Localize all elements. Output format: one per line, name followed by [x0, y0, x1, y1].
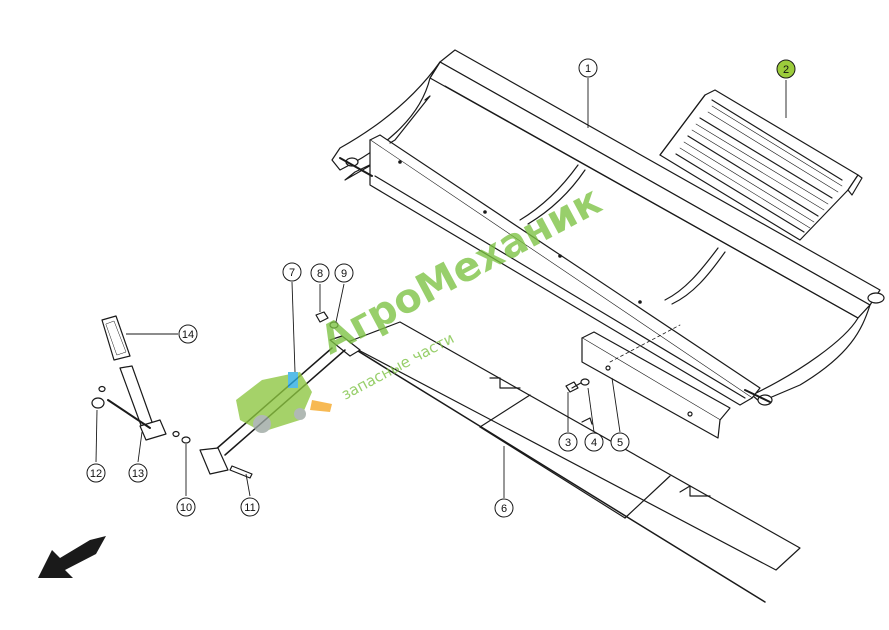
callout-7: 7	[282, 262, 302, 282]
callout-2: 2	[776, 59, 796, 79]
callout-circle	[310, 263, 330, 283]
callout-4: 4	[584, 432, 604, 452]
part-12-bushing	[91, 385, 106, 409]
callout-circle	[558, 432, 578, 452]
callout-circle	[584, 432, 604, 452]
callout-11: 11	[240, 497, 260, 517]
part-5-bracket	[581, 324, 731, 439]
callout-1: 1	[578, 58, 598, 78]
callout-number: 9	[341, 268, 347, 280]
callout-circle	[578, 58, 598, 78]
part-14-pedal-pad	[101, 315, 131, 361]
part-8-bolt	[315, 311, 329, 323]
callout-number: 14	[182, 329, 194, 341]
part-4-washer	[580, 378, 593, 425]
callout-circle	[178, 324, 198, 344]
callout-number: 11	[244, 502, 255, 514]
part-9-washer	[329, 321, 339, 329]
callout-circle	[240, 497, 260, 517]
callout-12: 12	[86, 463, 106, 483]
part-1-frame	[331, 49, 885, 406]
callout-number: 4	[591, 437, 597, 449]
logo-harvester-icon	[236, 372, 332, 433]
callout-circle	[86, 463, 106, 483]
callout-3: 3	[558, 432, 578, 452]
callout-10: 10	[176, 497, 196, 517]
callout-circle	[494, 498, 514, 518]
callout-number: 6	[501, 503, 507, 515]
callout-circle	[610, 432, 630, 452]
part-13-pedal-arm	[107, 365, 167, 441]
callout-circle	[282, 262, 302, 282]
callout-8: 8	[310, 263, 330, 283]
callout-circle	[334, 263, 354, 283]
part-11-bolt	[229, 465, 253, 479]
callout-6: 6	[494, 498, 514, 518]
callout-number: 5	[617, 437, 623, 449]
part-2-sieve	[659, 89, 863, 241]
callout-14: 14	[178, 324, 198, 344]
callout-circle	[176, 497, 196, 517]
part-10-nut	[172, 430, 191, 444]
callout-5: 5	[610, 432, 630, 452]
callout-number: 13	[132, 468, 144, 480]
callout-number: 2	[783, 64, 789, 76]
callout-number: 3	[565, 437, 571, 449]
callout-number: 12	[90, 468, 102, 480]
travel-direction-arrow-icon	[38, 536, 106, 578]
callout-circle	[128, 463, 148, 483]
callout-number: 10	[180, 502, 192, 514]
callout-number: 1	[585, 63, 591, 75]
callout-13: 13	[128, 463, 148, 483]
callout-number: 7	[289, 267, 295, 279]
callout-circle	[776, 59, 796, 79]
callout-number: 8	[317, 268, 323, 280]
callout-9: 9	[334, 263, 354, 283]
